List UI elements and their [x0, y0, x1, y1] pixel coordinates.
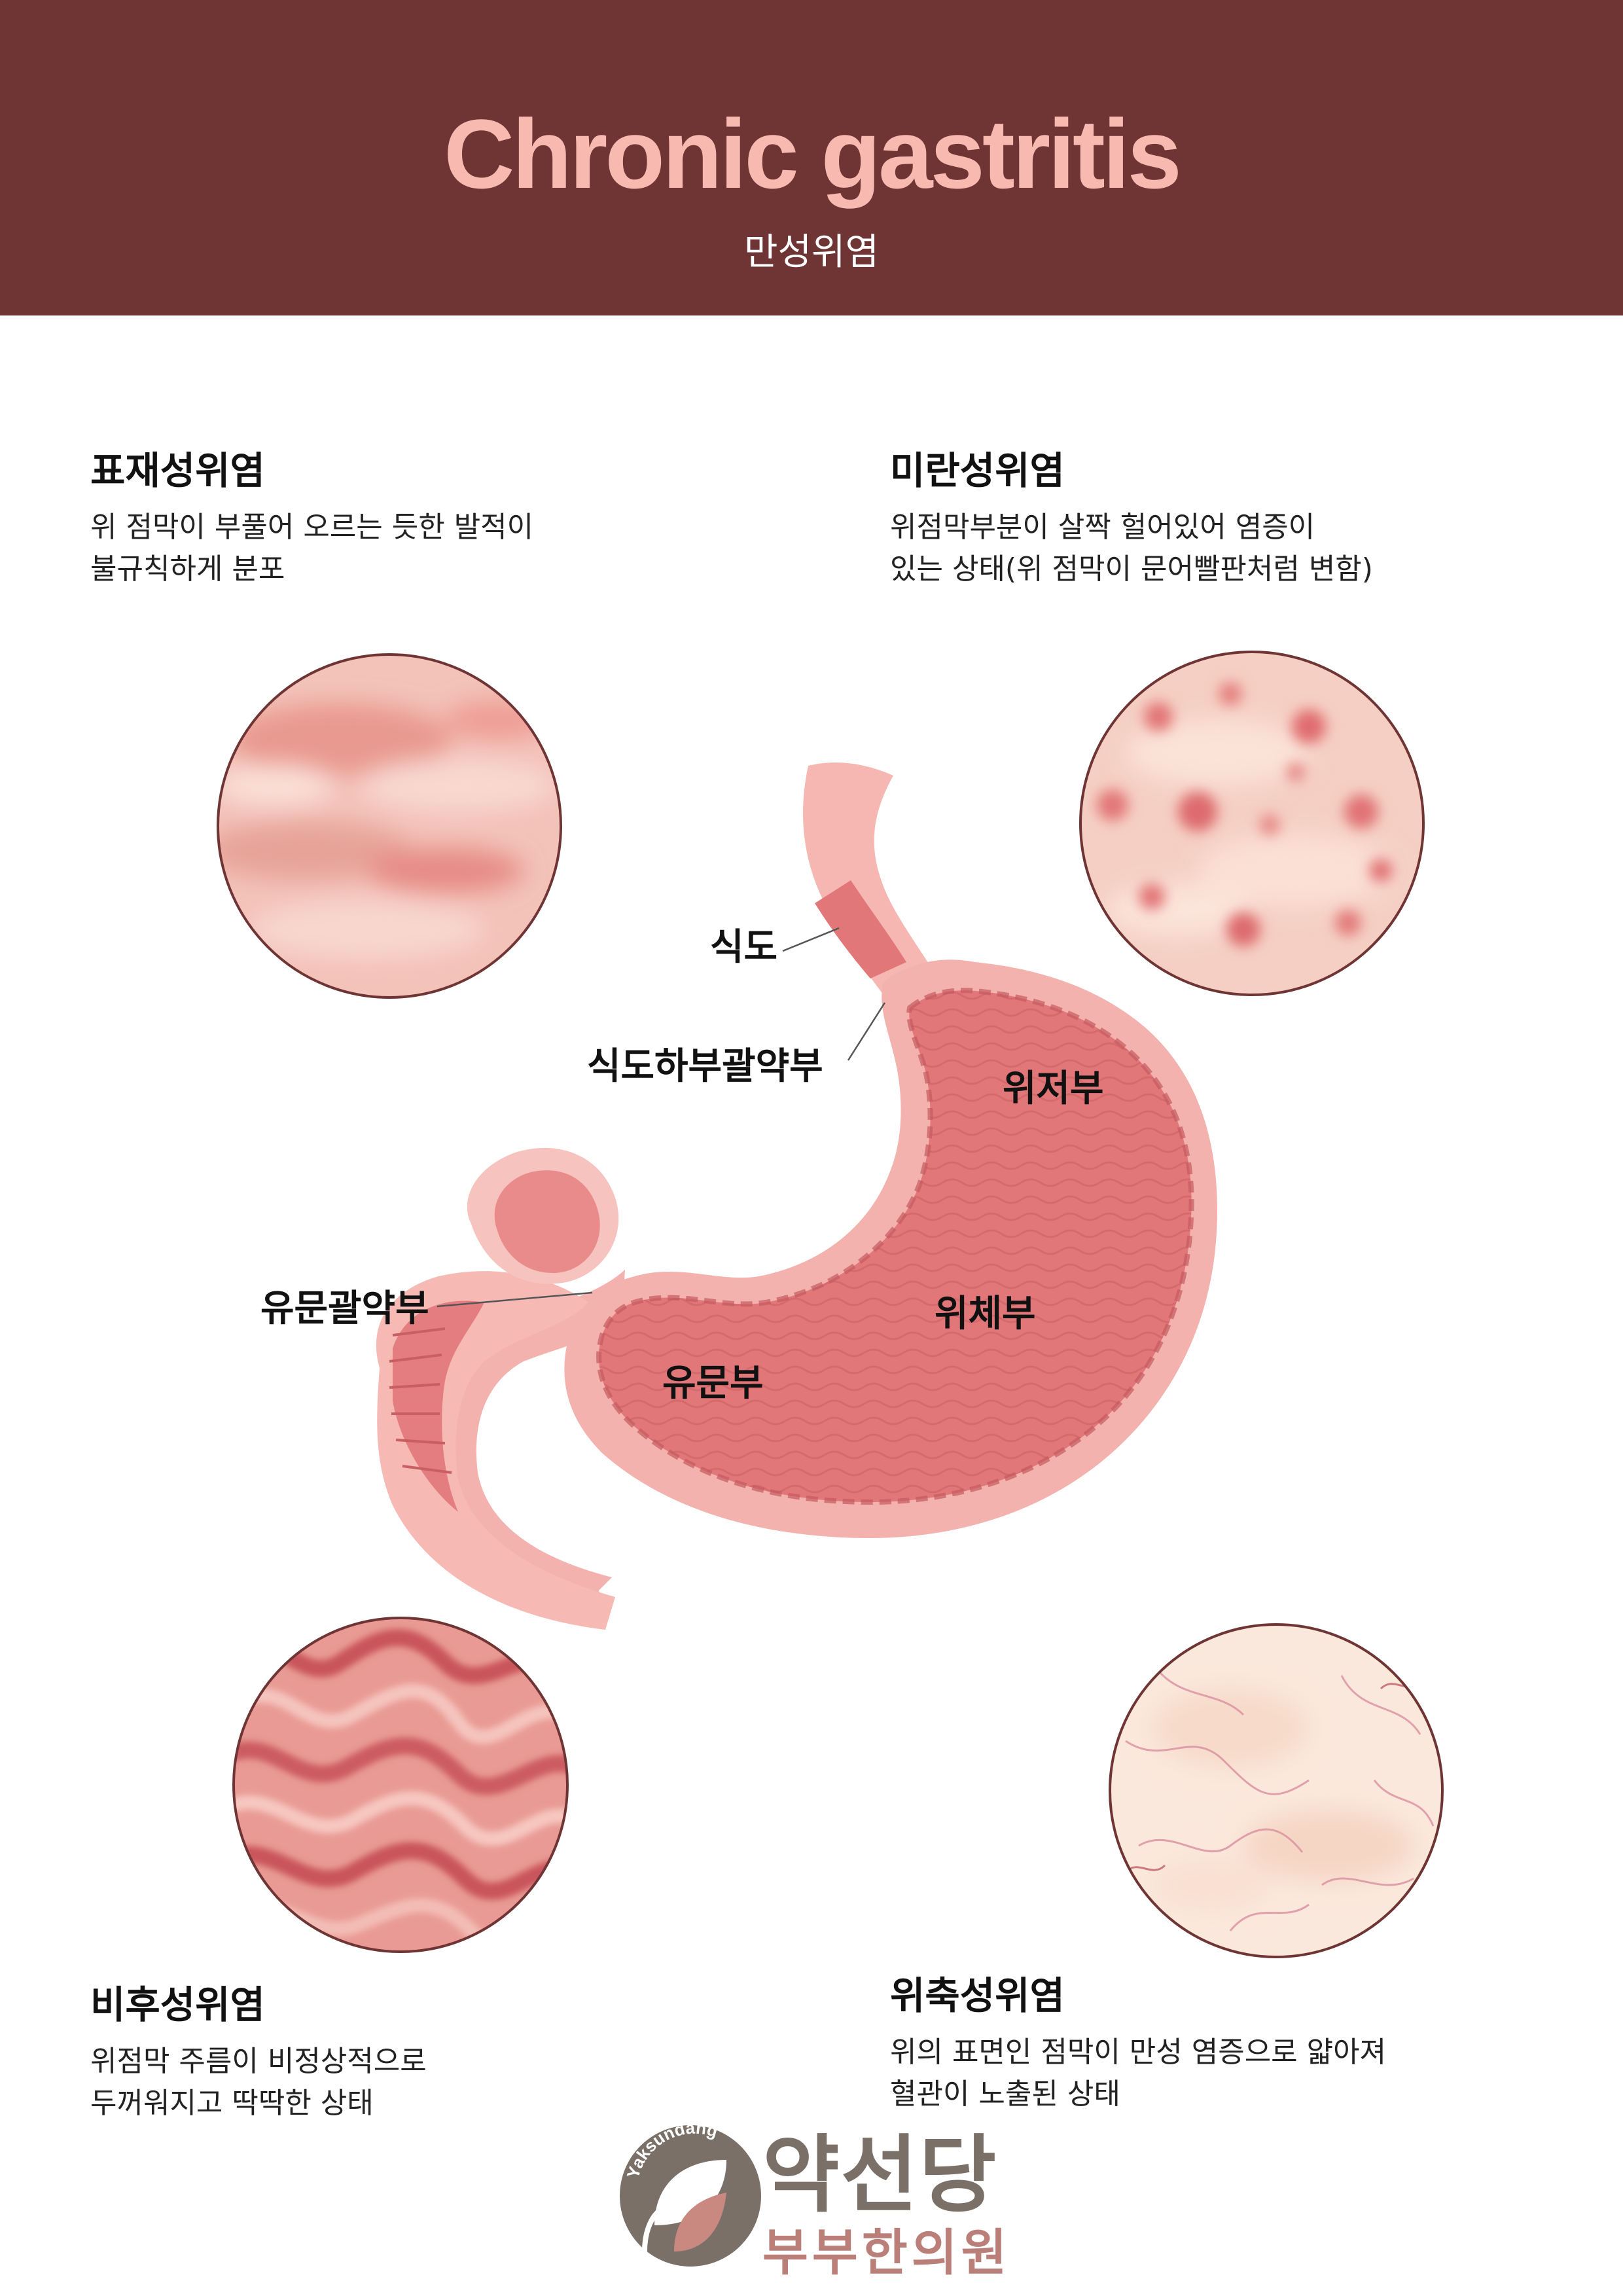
superficial-gastritis-image	[217, 653, 562, 999]
superficial-line1: 위 점막이 부풀어 오르는 듯한 발적이	[90, 511, 534, 544]
stomach-illustration	[376, 762, 1217, 1630]
label-esophagus: 식도	[710, 926, 778, 969]
hypertrophic-gastritis-image	[232, 1617, 569, 1953]
header-banner: Chronic gastritis 만성위염	[0, 0, 1623, 315]
logo-subname: 부부한의원	[762, 2223, 1011, 2282]
atrophic-line2: 혈관이 노출된 상태	[890, 2077, 1120, 2111]
superficial-description: 표재성위염 위 점막이 부풀어 오르는 듯한 발적이 불규칙하게 분포	[90, 452, 533, 590]
label-pylorus: 유문부	[662, 1362, 764, 1405]
logo-name: 약선당	[762, 2126, 998, 2224]
erosive-line2: 있는 상태(위 점막이 문어빨판처럼 변함)	[890, 552, 1373, 586]
page-title: Chronic gastritis	[444, 99, 1182, 209]
label-body: 위체부	[935, 1293, 1036, 1335]
superficial-line2: 불규칙하게 분포	[90, 552, 285, 586]
hypertrophic-heading: 비후성위염	[90, 1982, 265, 2027]
atrophic-gastritis-image	[1109, 1623, 1444, 1958]
superficial-heading: 표재성위염	[90, 448, 265, 493]
atrophic-line1: 위의 표면인 점막이 만성 염증으로 얇아져	[890, 2036, 1387, 2069]
logo-emblem-text: Yaksundang	[623, 2118, 721, 2181]
hypertrophic-description: 비후성위염 위점막 주름이 비정상적으로 두꺼워지고 딱딱한 상태	[90, 1986, 427, 2125]
label-lower-esophageal-sphincter: 식도하부괄약부	[587, 1045, 823, 1088]
hypertrophic-line2: 두꺼워지고 딱딱한 상태	[90, 2087, 374, 2120]
atrophic-description: 위축성위염 위의 표면인 점막이 만성 염증으로 얇아져 혈관이 노출된 상태	[890, 1977, 1386, 2115]
page-subtitle: 만성위염	[743, 231, 880, 274]
label-pyloric-sphincter: 유문괄약부	[260, 1287, 429, 1330]
logo-emblem	[620, 2125, 761, 2267]
erosive-line1: 위점막부분이 살짝 헐어있어 염증이	[890, 511, 1315, 544]
erosive-description: 미란성위염 위점막부분이 살짝 헐어있어 염증이 있는 상태(위 점막이 문어빨…	[890, 452, 1373, 590]
hypertrophic-line1: 위점막 주름이 비정상적으로	[90, 2045, 427, 2078]
erosive-gastritis-image	[1079, 651, 1425, 996]
erosive-heading: 미란성위염	[890, 448, 1065, 493]
label-fundus: 위저부	[1003, 1067, 1104, 1110]
atrophic-heading: 위축성위염	[890, 1973, 1065, 2018]
